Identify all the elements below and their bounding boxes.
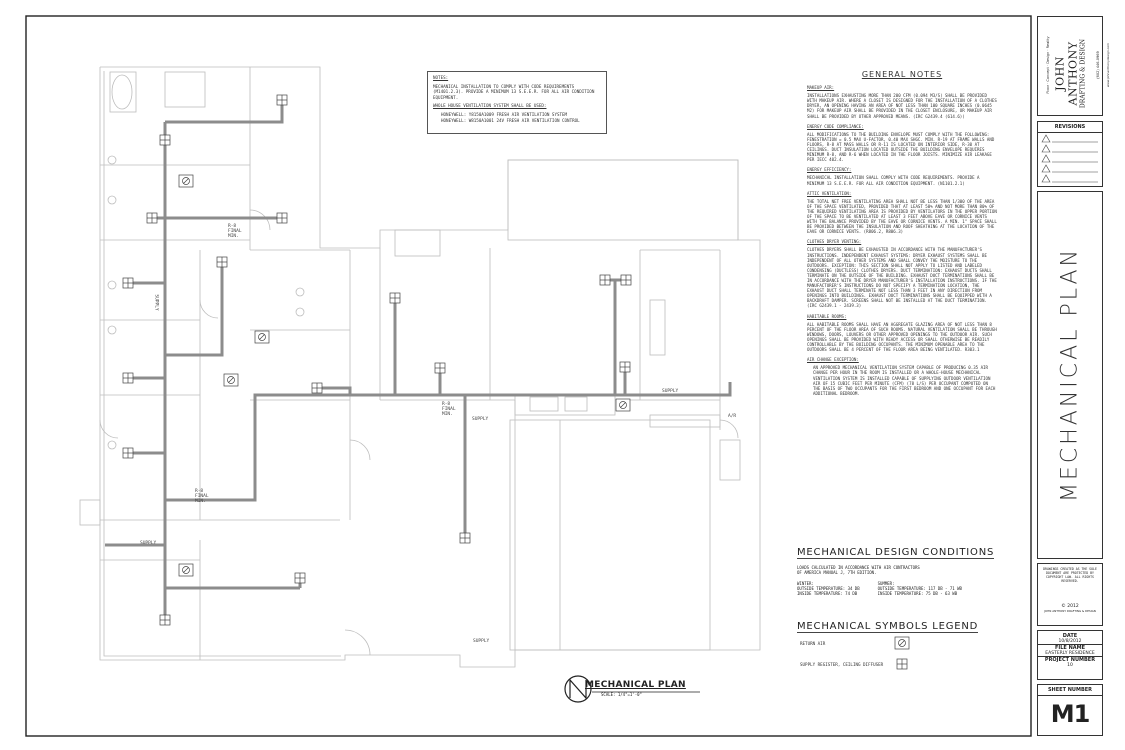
file-name-label: FILE NAME xyxy=(1054,645,1086,651)
notes-subheading: WHOLE HOUSE VENTILATION SYSTEM SHALL BE … xyxy=(433,103,547,109)
title-block-copyright: DRAWINGS CREATED AS THE SOLE DOCUMENT AR… xyxy=(1037,563,1103,626)
general-notes-title: GENERAL NOTES xyxy=(861,70,943,79)
section-title: HABITABLE ROOMS: xyxy=(807,313,847,319)
rb-label-2: R-8 FINAL MIN. xyxy=(442,402,456,417)
title-block-info: DATE 10/8/2012 FILE NAME EASTERLY RESIDE… xyxy=(1037,630,1103,680)
supply-label-5: SUPPLY xyxy=(473,639,490,644)
title-block-sheet-number: SHEET NUMBER M1 xyxy=(1037,684,1103,736)
notes-item: HONEYWELL: Y8150A1009 FRESH AIR VENTILAT… xyxy=(441,111,568,117)
winter-inside: INSIDE TEMPERATURE: 74 DB xyxy=(797,591,858,596)
rb-label-3: R-8 FINAL MIN. xyxy=(195,489,209,504)
supply-label-2: SUPPLY xyxy=(472,417,489,422)
section-body: INSTALLATIONS EXHAUSTING MORE THAN 200 C… xyxy=(807,93,997,119)
floor-plan xyxy=(79,66,761,668)
winter-outside: OUTSIDE TEMPERATURE: 34 DB xyxy=(797,586,860,591)
revision-triangles xyxy=(1041,134,1098,183)
summer-inside: INSIDE TEMPERATURE: 75 DB - 63 WB xyxy=(877,591,958,596)
section-title: MAKEUP AIR: xyxy=(807,85,835,91)
notes-line: MECHANICAL INSTALLATION TO COMPLY WITH C… xyxy=(433,83,575,89)
section-body: CLOTHES DRYERS SHALL BE EXHAUSTED IN ACC… xyxy=(807,247,997,309)
date-label: DATE xyxy=(1062,633,1078,639)
general-notes: GENERAL NOTES MAKEUP AIR: INSTALLATIONS … xyxy=(807,70,997,401)
section-body: AN APPROVED MECHANICAL VENTILATION SYSTE… xyxy=(813,365,996,396)
company-web: www.johnanthonydesign.com xyxy=(1106,42,1110,88)
date-value: 10/8/2012 xyxy=(1038,639,1102,645)
notes-line: EQUIPMENT. xyxy=(433,94,459,100)
notes-item: HONEYWELL: W8150A1001 24V FRESH AIR VENT… xyxy=(441,117,580,123)
section-title: ENERGY CODE COMPLIANCE: xyxy=(807,123,864,129)
section-body: ALL HABITABLE ROOMS SHALL HAVE AN AGGREG… xyxy=(807,321,997,353)
company-tagline: Floor · Concept · Design · Reality xyxy=(1046,36,1050,94)
mechanical-symbols-legend: MECHANICAL SYMBOLS LEGEND xyxy=(797,614,1007,633)
copyright-owner: JOHN ANTHONY DRAFTING & DESIGN xyxy=(1044,609,1096,613)
project-number-value: 10 xyxy=(1067,663,1073,668)
company-logo: JOHN ANTHONY DRAFTING & DESIGN xyxy=(1054,24,1087,124)
notes-section-makeup-air: MAKEUP AIR: INSTALLATIONS EXHAUSTING MOR… xyxy=(807,85,997,119)
title-block-sheet-title: MECHANICAL PLAN xyxy=(1037,191,1103,559)
notes-box: NOTES: MECHANICAL INSTALLATION TO COMPLY… xyxy=(427,71,607,134)
supply-label-1: SUPPLY xyxy=(153,294,159,311)
supply-label-4: SUPPLY xyxy=(140,541,157,546)
legend-return-label: RETURN AIR xyxy=(800,641,826,646)
plan-title: MECHANICAL PLAN xyxy=(585,680,686,690)
notes-line: (M1401.2.3). PROVIDE A MINIMUM 13 S.E.E.… xyxy=(433,89,595,95)
notes-section-attic-ventilation: ATTIC VENTILATION: THE TOTAL NET FREE VE… xyxy=(807,191,997,235)
notes-section-energy-code: ENERGY CODE COMPLIANCE: ALL MODIFICATION… xyxy=(807,124,997,163)
title-block-revisions: REVISIONS xyxy=(1037,121,1103,187)
sheet-number-label: SHEET NUMBER xyxy=(1038,685,1102,696)
title-block-logo: JOHN ANTHONY DRAFTING & DESIGN Floor · C… xyxy=(1037,16,1110,116)
project-number-label: PROJECT NUMBER xyxy=(1044,657,1096,663)
return-air-grilles xyxy=(178,174,631,577)
design-conditions-title: MECHANICAL DESIGN CONDITIONS xyxy=(797,547,995,559)
revisions-label: REVISIONS xyxy=(1038,122,1102,133)
section-title: ATTIC VENTILATION: xyxy=(807,190,852,196)
section-title: CLOTHES DRYER VENTING: xyxy=(807,239,862,245)
legend-return-symbol xyxy=(894,636,910,650)
legend-supply-label: SUPPLY REGISTER, CEILING DIFFUSER xyxy=(800,662,884,667)
north-arrow-icon xyxy=(564,675,592,703)
file-name-value: EASTERLY RESIDENCE xyxy=(1038,651,1102,657)
supply-label-3: SUPPLY xyxy=(662,389,679,394)
winter-heading: WINTER: xyxy=(797,581,814,586)
sheet-number: M1 xyxy=(1050,700,1091,728)
mechanical-design-conditions: MECHANICAL DESIGN CONDITIONS LOADS CALCU… xyxy=(797,540,1007,596)
company-phone: (602) 446-0969 xyxy=(1096,51,1100,79)
legend-supply-symbol xyxy=(896,658,908,670)
notes-heading: NOTES: xyxy=(433,75,449,80)
summer-column: SUMMER: OUTSIDE TEMPERATURE: 117 DB - 71… xyxy=(878,581,962,596)
copyright-year: © 2012 xyxy=(1061,604,1079,609)
notes-section-air-change: AIR CHANGE EXCEPTION: AN APPROVED MECHAN… xyxy=(807,357,997,396)
design-conditions-intro: LOADS CALCULATED IN ACCORDANCE WITH AIR … xyxy=(797,565,920,575)
company-subname: DRAFTING & DESIGN xyxy=(1079,38,1087,109)
notes-section-habitable-rooms: HABITABLE ROOMS: ALL HABITABLE ROOMS SHA… xyxy=(807,314,997,353)
section-body: MECHANICAL INSTALLATION SHALL COMPLY WIT… xyxy=(807,175,980,186)
sheet-border xyxy=(25,15,1032,737)
plan-scale: SCALE: 1/4"=1'-0" xyxy=(601,692,642,697)
supply-ducts xyxy=(105,100,732,620)
design-conditions-table: WINTER: OUTSIDE TEMPERATURE: 34 DB INSID… xyxy=(797,581,1007,596)
company-name: JOHN ANTHONY xyxy=(1053,41,1080,106)
sheet-title: MECHANICAL PLAN xyxy=(1057,247,1083,502)
summer-heading: SUMMER: xyxy=(877,581,895,586)
section-body: ALL MODIFICATIONS TO THE BUILDING ENVELO… xyxy=(807,131,995,163)
notes-section-energy-efficiency: ENERGY EFFICIENCY: MECHANICAL INSTALLATI… xyxy=(807,167,997,185)
rb-label-1: R-8 FINAL MIN. xyxy=(228,224,242,239)
winter-column: WINTER: OUTSIDE TEMPERATURE: 34 DB INSID… xyxy=(797,581,860,596)
symbols-legend-title: MECHANICAL SYMBOLS LEGEND xyxy=(797,621,979,633)
notes-section-dryer-venting: CLOTHES DRYER VENTING: CLOTHES DRYERS SH… xyxy=(807,239,997,308)
copyright-text: DRAWINGS CREATED AS THE SOLE DOCUMENT AR… xyxy=(1043,567,1097,583)
summer-outside: OUTSIDE TEMPERATURE: 117 DB - 71 WB xyxy=(877,586,962,591)
section-title: AIR CHANGE EXCEPTION: xyxy=(807,357,859,363)
section-body: THE TOTAL NET FREE VENTILATING AREA SHAL… xyxy=(807,198,997,235)
section-title: ENERGY EFFICIENCY: xyxy=(807,167,852,173)
supply-registers xyxy=(122,94,632,626)
ar-label: A/R xyxy=(728,414,737,419)
